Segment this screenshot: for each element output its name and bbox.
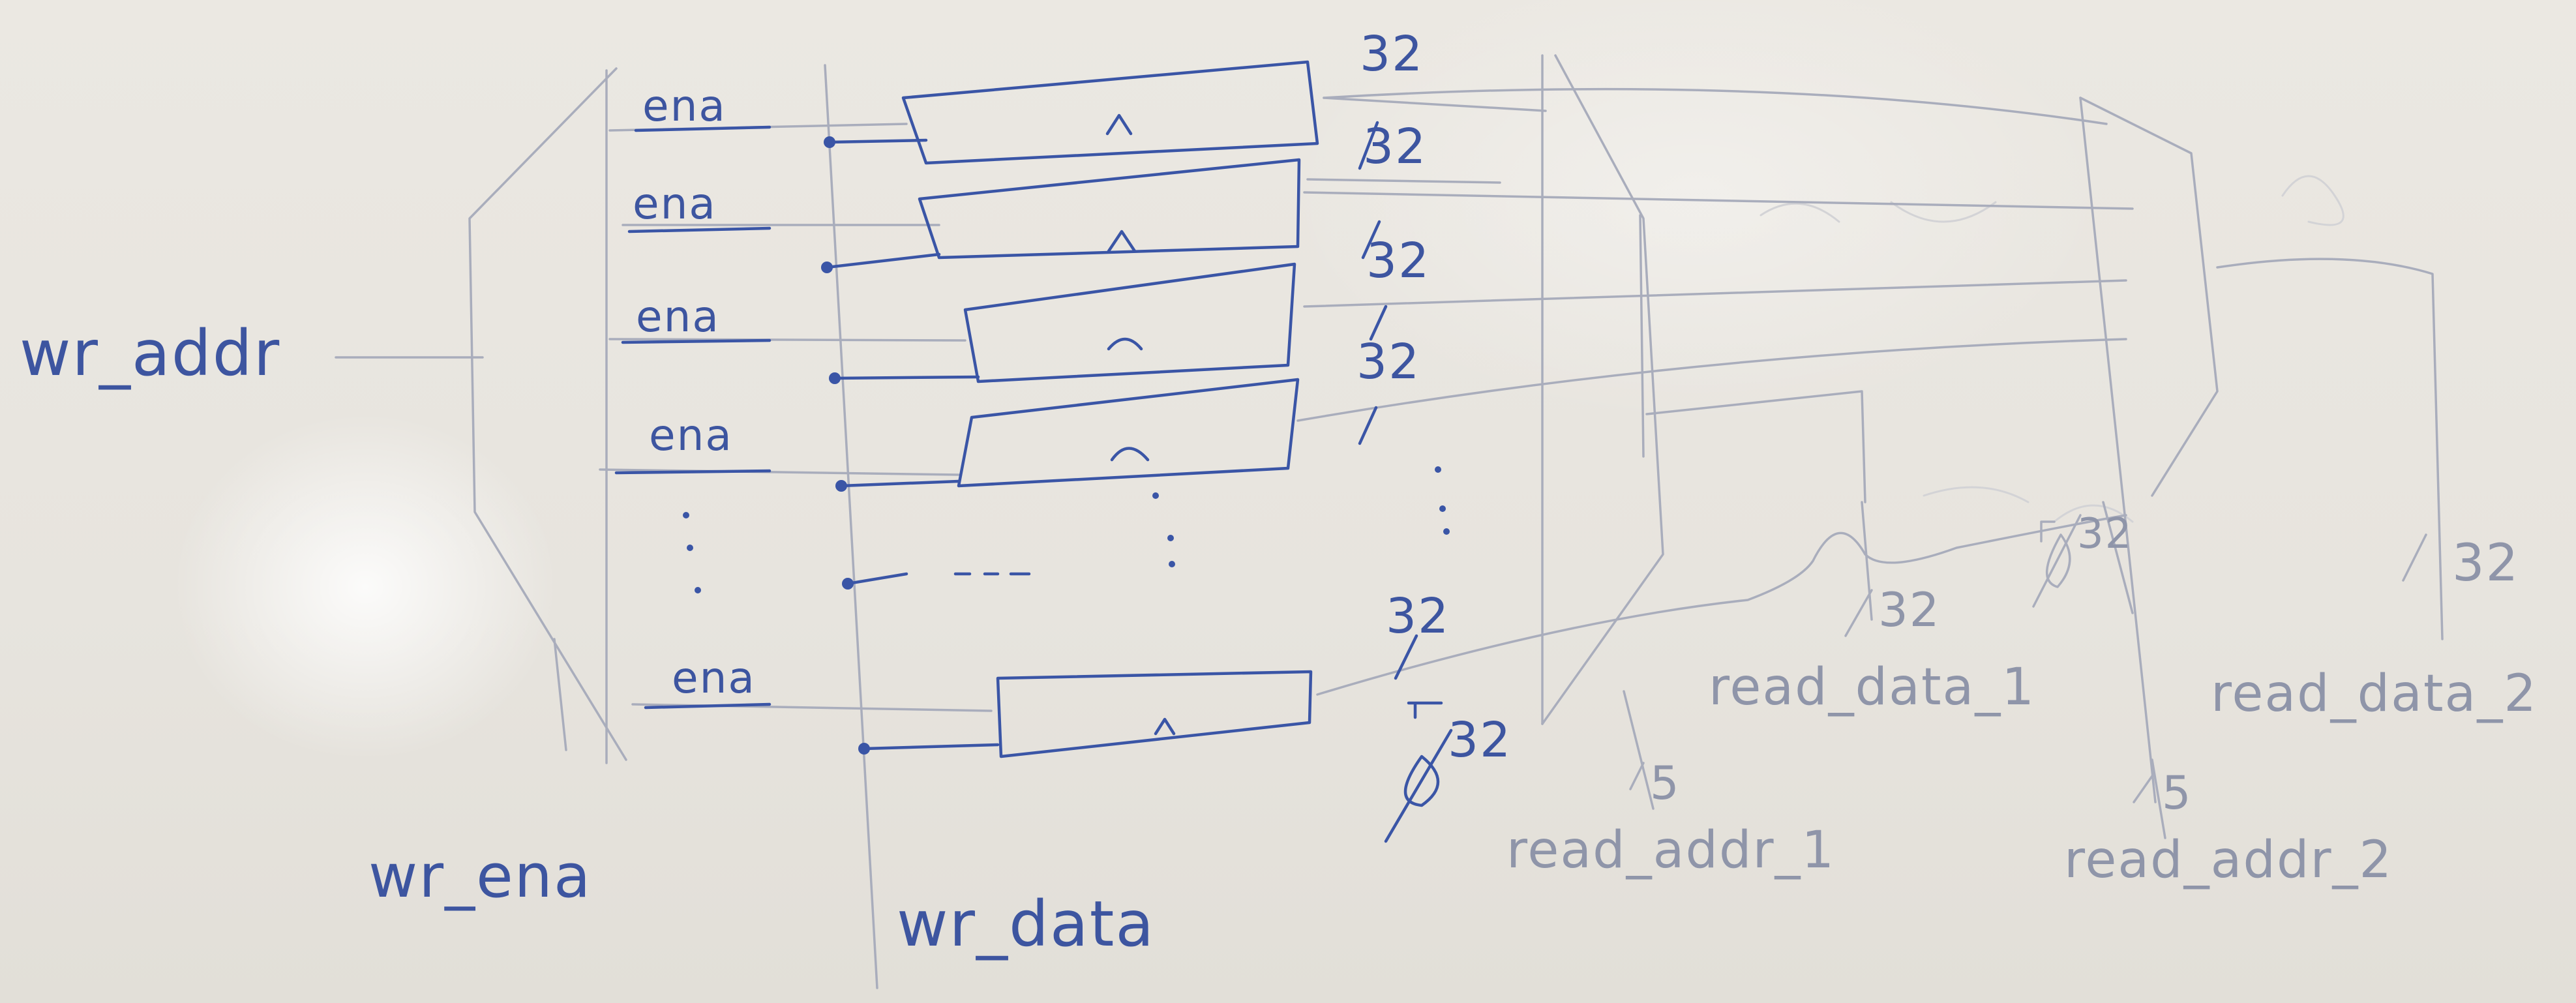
register-2 (963, 262, 1296, 383)
width-label-n: 32 (1386, 588, 1450, 644)
read-data-2-width: 32 (2452, 534, 2519, 593)
wr-addr-label: wr_addr (20, 317, 280, 390)
read-mux-1 (1541, 54, 1873, 810)
read-data-1-label: read_data_1 (1709, 658, 2035, 717)
register-outputs (1296, 87, 2134, 696)
misc-slashes (1629, 533, 2427, 803)
read-data-1-width: 32 (1878, 582, 1941, 637)
wr-data-taps (821, 136, 1031, 755)
width-slashes (1358, 121, 1418, 680)
ena-label-1: ena (633, 179, 717, 229)
zero-width-label: 32 (1448, 712, 1512, 768)
mux2-zero-width: 32 (2077, 510, 2133, 558)
register-0 (901, 60, 1319, 165)
register-1 (918, 158, 1301, 260)
ena-underlines (614, 125, 771, 710)
ena-label-2: ena (636, 292, 720, 342)
register-3 (957, 378, 1300, 488)
ena-label-3: ena (649, 410, 733, 460)
register-n (996, 670, 1313, 758)
wr-data-bus (824, 64, 878, 989)
read-addr-1-label: read_addr_1 (1506, 821, 1835, 880)
width-label-0: 32 (1360, 26, 1424, 82)
ellipsis-dots (683, 466, 1450, 593)
ena-label-n: ena (672, 653, 756, 703)
wr-data-label: wr_data (897, 888, 1155, 961)
width-label-1: 32 (1363, 119, 1427, 175)
ena-label-0: ena (642, 81, 726, 131)
write-decoder (468, 67, 627, 764)
read-addr-2-width: 5 (2162, 766, 2193, 820)
read-mux-2 (2079, 97, 2444, 839)
read-addr-1-width: 5 (1650, 756, 1681, 810)
zero-register-stub (1384, 514, 2082, 843)
width-label-3: 32 (1356, 334, 1420, 390)
width-label-2: 32 (1366, 233, 1430, 289)
wr-ena-label: wr_ena (368, 841, 592, 911)
erased-marks (1760, 175, 2344, 523)
read-addr-2-label: read_addr_2 (2064, 831, 2393, 890)
read-data-2-label: read_data_2 (2211, 665, 2538, 723)
